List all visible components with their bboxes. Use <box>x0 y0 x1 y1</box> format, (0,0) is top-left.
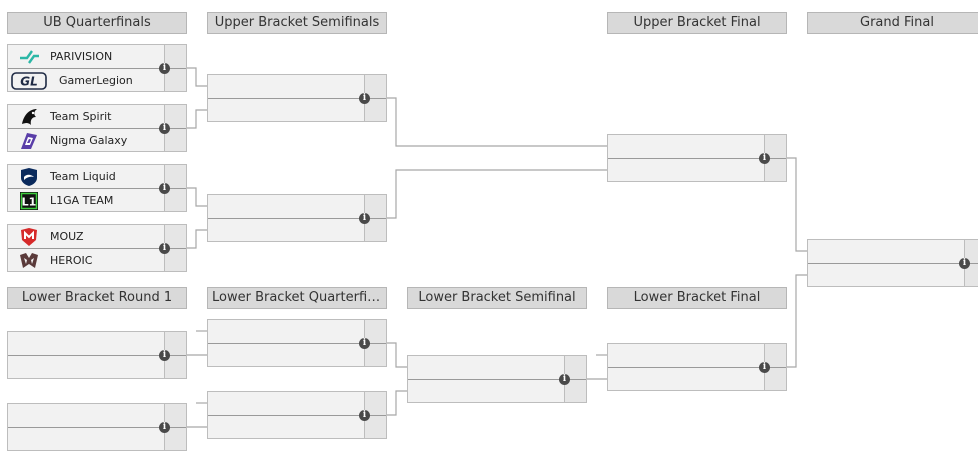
header-upper-bracket-semifinals: Upper Bracket Semifinals <box>207 12 387 34</box>
match-info-icon[interactable]: i <box>359 213 370 224</box>
team-slot[interactable]: GL GamerLegion <box>8 69 133 92</box>
match-info-icon[interactable]: i <box>359 338 370 349</box>
ub-sf-match-1[interactable]: i <box>207 74 387 122</box>
ub-sf-match-2[interactable]: i <box>207 194 387 242</box>
team-slot[interactable]: MOUZ <box>8 225 84 248</box>
nigma-galaxy-logo-icon <box>18 130 40 152</box>
team-slot[interactable]: Team Spirit <box>8 105 111 128</box>
team-slot[interactable]: L1 L1GA TEAM <box>8 189 113 212</box>
team-name: Team Liquid <box>50 170 116 183</box>
grand-final-match[interactable]: i <box>807 239 978 287</box>
match-info-icon[interactable]: i <box>759 362 770 373</box>
ub-qf-match-2[interactable]: Team Spirit Nigma Galaxy i <box>7 104 187 152</box>
team-spirit-logo-icon <box>18 106 40 128</box>
l1ga-team-logo-icon: L1 <box>18 190 40 212</box>
header-ub-quarterfinals: UB Quarterfinals <box>7 12 187 34</box>
match-info-icon[interactable]: i <box>159 243 170 254</box>
team-slot[interactable]: PARIVISION <box>8 45 112 68</box>
match-info-icon[interactable]: i <box>959 258 970 269</box>
heroic-logo-icon <box>18 250 40 272</box>
match-info-icon[interactable]: i <box>359 93 370 104</box>
header-lower-bracket-final: Lower Bracket Final <box>607 287 787 309</box>
match-info-icon[interactable]: i <box>559 374 570 385</box>
lb-final-match[interactable]: i <box>607 343 787 391</box>
svg-text:L1: L1 <box>22 195 37 208</box>
team-name: PARIVISION <box>50 50 113 63</box>
lb-r1-match-1[interactable]: i <box>7 331 187 379</box>
team-name: L1GA TEAM <box>50 194 114 207</box>
lb-qf-match-1[interactable]: i <box>207 319 387 367</box>
lb-sf-match[interactable]: i <box>407 355 587 403</box>
lb-r1-match-2[interactable]: i <box>7 403 187 451</box>
ub-qf-match-1[interactable]: PARIVISION GL GamerLegion i <box>7 44 187 92</box>
ub-qf-match-3[interactable]: Team Liquid L1 L1GA TEAM i <box>7 164 187 212</box>
match-info-icon[interactable]: i <box>759 153 770 164</box>
team-slot[interactable]: Nigma Galaxy <box>8 129 127 152</box>
gamerlegion-logo-icon: GL <box>11 70 47 92</box>
header-lower-bracket-semifinal: Lower Bracket Semifinal <box>407 287 587 309</box>
team-slot[interactable]: HEROIC <box>8 249 92 272</box>
header-lower-bracket-quarterfinals: Lower Bracket Quarterfin... <box>207 287 387 309</box>
lb-qf-match-2[interactable]: i <box>207 391 387 439</box>
team-name: HEROIC <box>50 254 93 267</box>
header-grand-final: Grand Final <box>807 12 978 34</box>
parivision-logo-icon <box>18 46 40 68</box>
svg-text:GL: GL <box>20 74 38 88</box>
mouz-logo-icon <box>18 226 40 248</box>
team-liquid-logo-icon <box>18 166 40 188</box>
team-name: Nigma Galaxy <box>50 134 128 147</box>
team-slot[interactable]: Team Liquid <box>8 165 116 188</box>
ub-qf-match-4[interactable]: MOUZ HEROIC i <box>7 224 187 272</box>
header-lower-bracket-round1: Lower Bracket Round 1 <box>7 287 187 309</box>
match-info-icon[interactable]: i <box>159 183 170 194</box>
header-upper-bracket-final: Upper Bracket Final <box>607 12 787 34</box>
match-info-icon[interactable]: i <box>159 422 170 433</box>
match-info-icon[interactable]: i <box>159 63 170 74</box>
team-name: MOUZ <box>50 230 84 243</box>
match-info-icon[interactable]: i <box>159 350 170 361</box>
ub-final-match[interactable]: i <box>607 134 787 182</box>
match-info-icon[interactable]: i <box>159 123 170 134</box>
team-name: GamerLegion <box>59 74 133 87</box>
match-info-icon[interactable]: i <box>359 410 370 421</box>
team-name: Team Spirit <box>50 110 112 123</box>
